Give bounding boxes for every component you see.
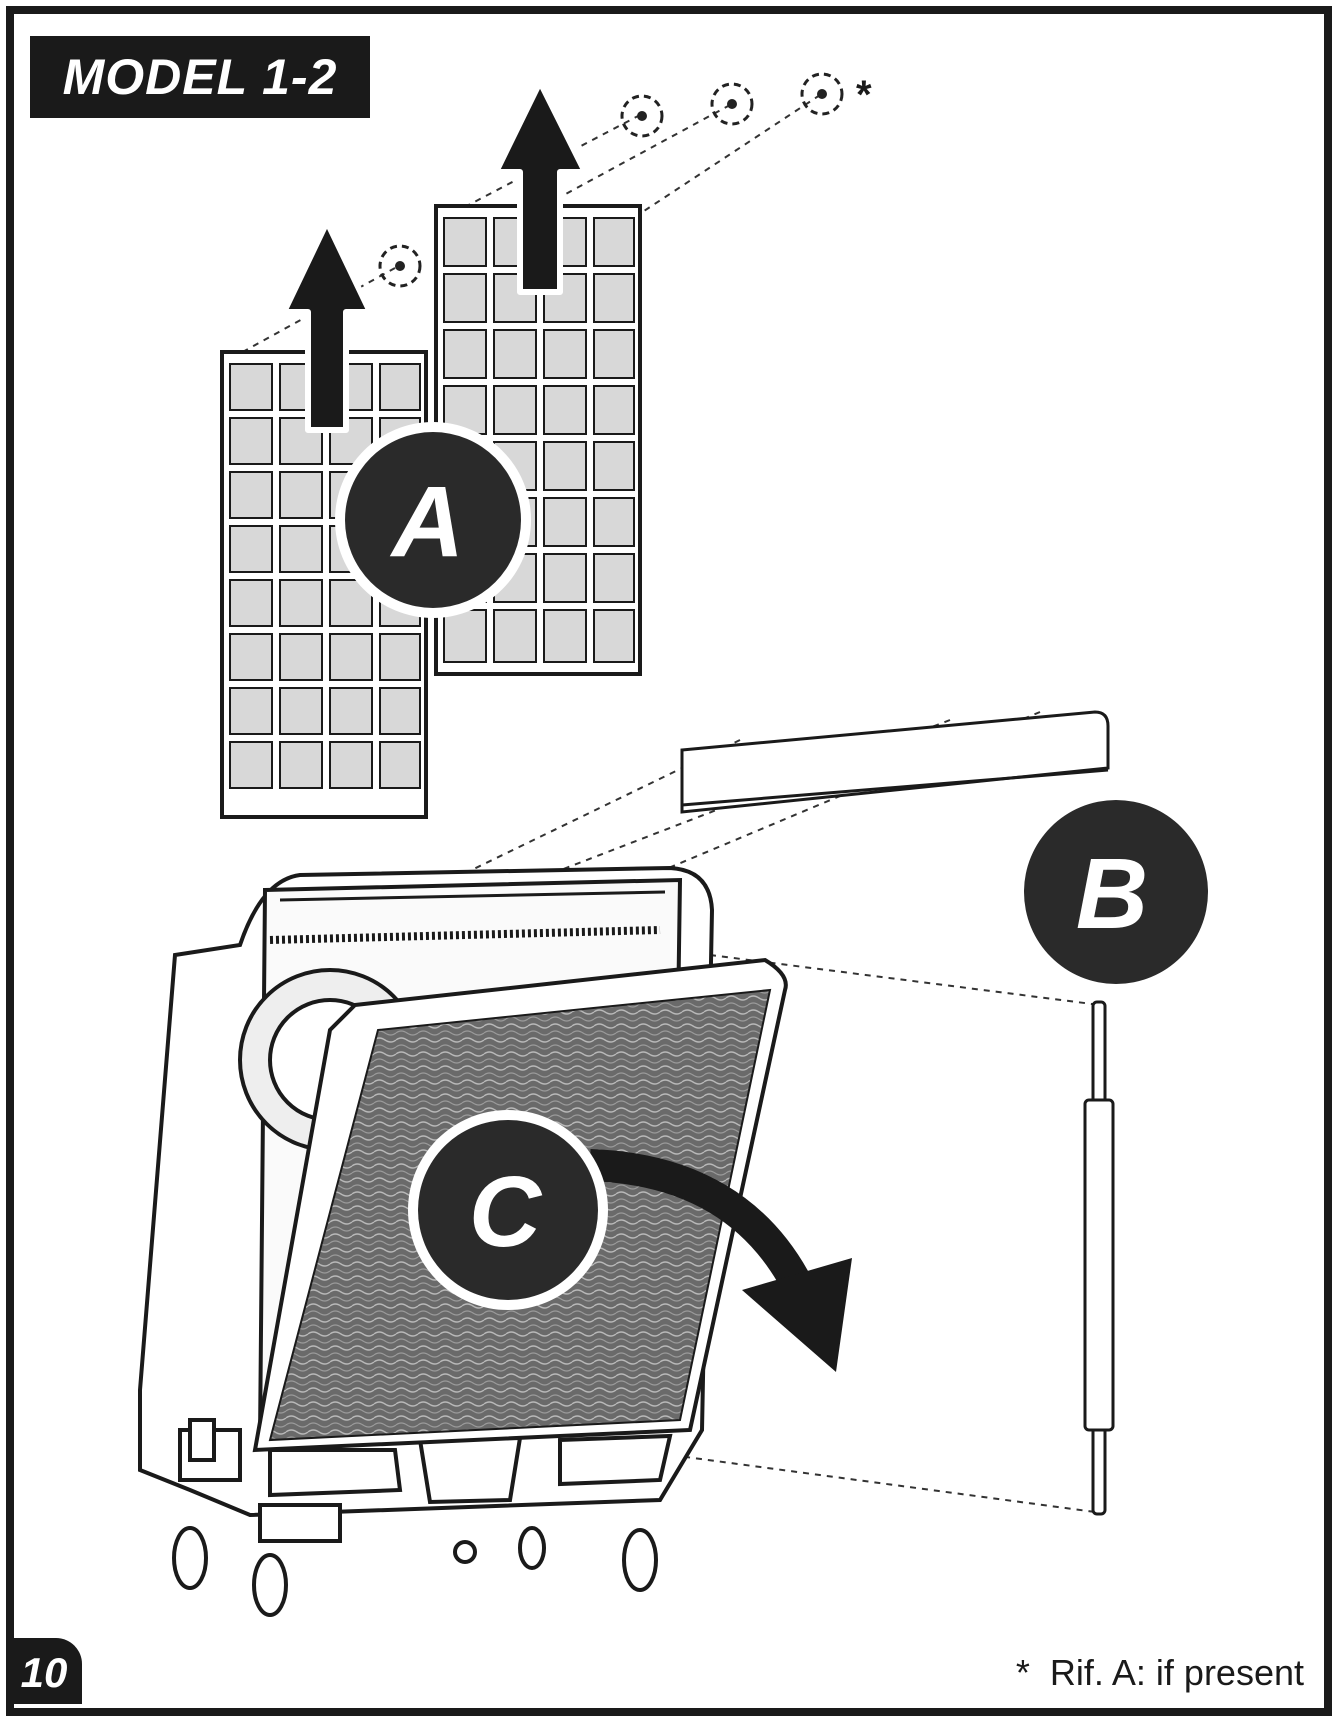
- page-number: 10: [6, 1638, 82, 1704]
- badge-c: C: [408, 1110, 608, 1310]
- footnote-text: Rif. A: if present: [1049, 1652, 1304, 1693]
- badge-b: B: [1024, 800, 1208, 984]
- footnote: * Rif. A: if present: [1016, 1652, 1304, 1694]
- wheels: [172, 1526, 658, 1617]
- top-cover-icon: [680, 710, 1110, 814]
- badge-a: A: [335, 422, 531, 618]
- badge-b-label: B: [1076, 838, 1148, 950]
- footnote-marker: *: [1015, 1652, 1030, 1693]
- badge-a-label: A: [389, 466, 464, 578]
- lift-arrow-icon: [281, 79, 588, 433]
- badge-c-label: C: [469, 1156, 543, 1268]
- model-title: MODEL 1-2: [30, 36, 370, 118]
- rotate-arrow-icon: [589, 1149, 852, 1372]
- asterisk-marker: *: [856, 73, 872, 117]
- side-rod-icon: [1083, 1000, 1115, 1516]
